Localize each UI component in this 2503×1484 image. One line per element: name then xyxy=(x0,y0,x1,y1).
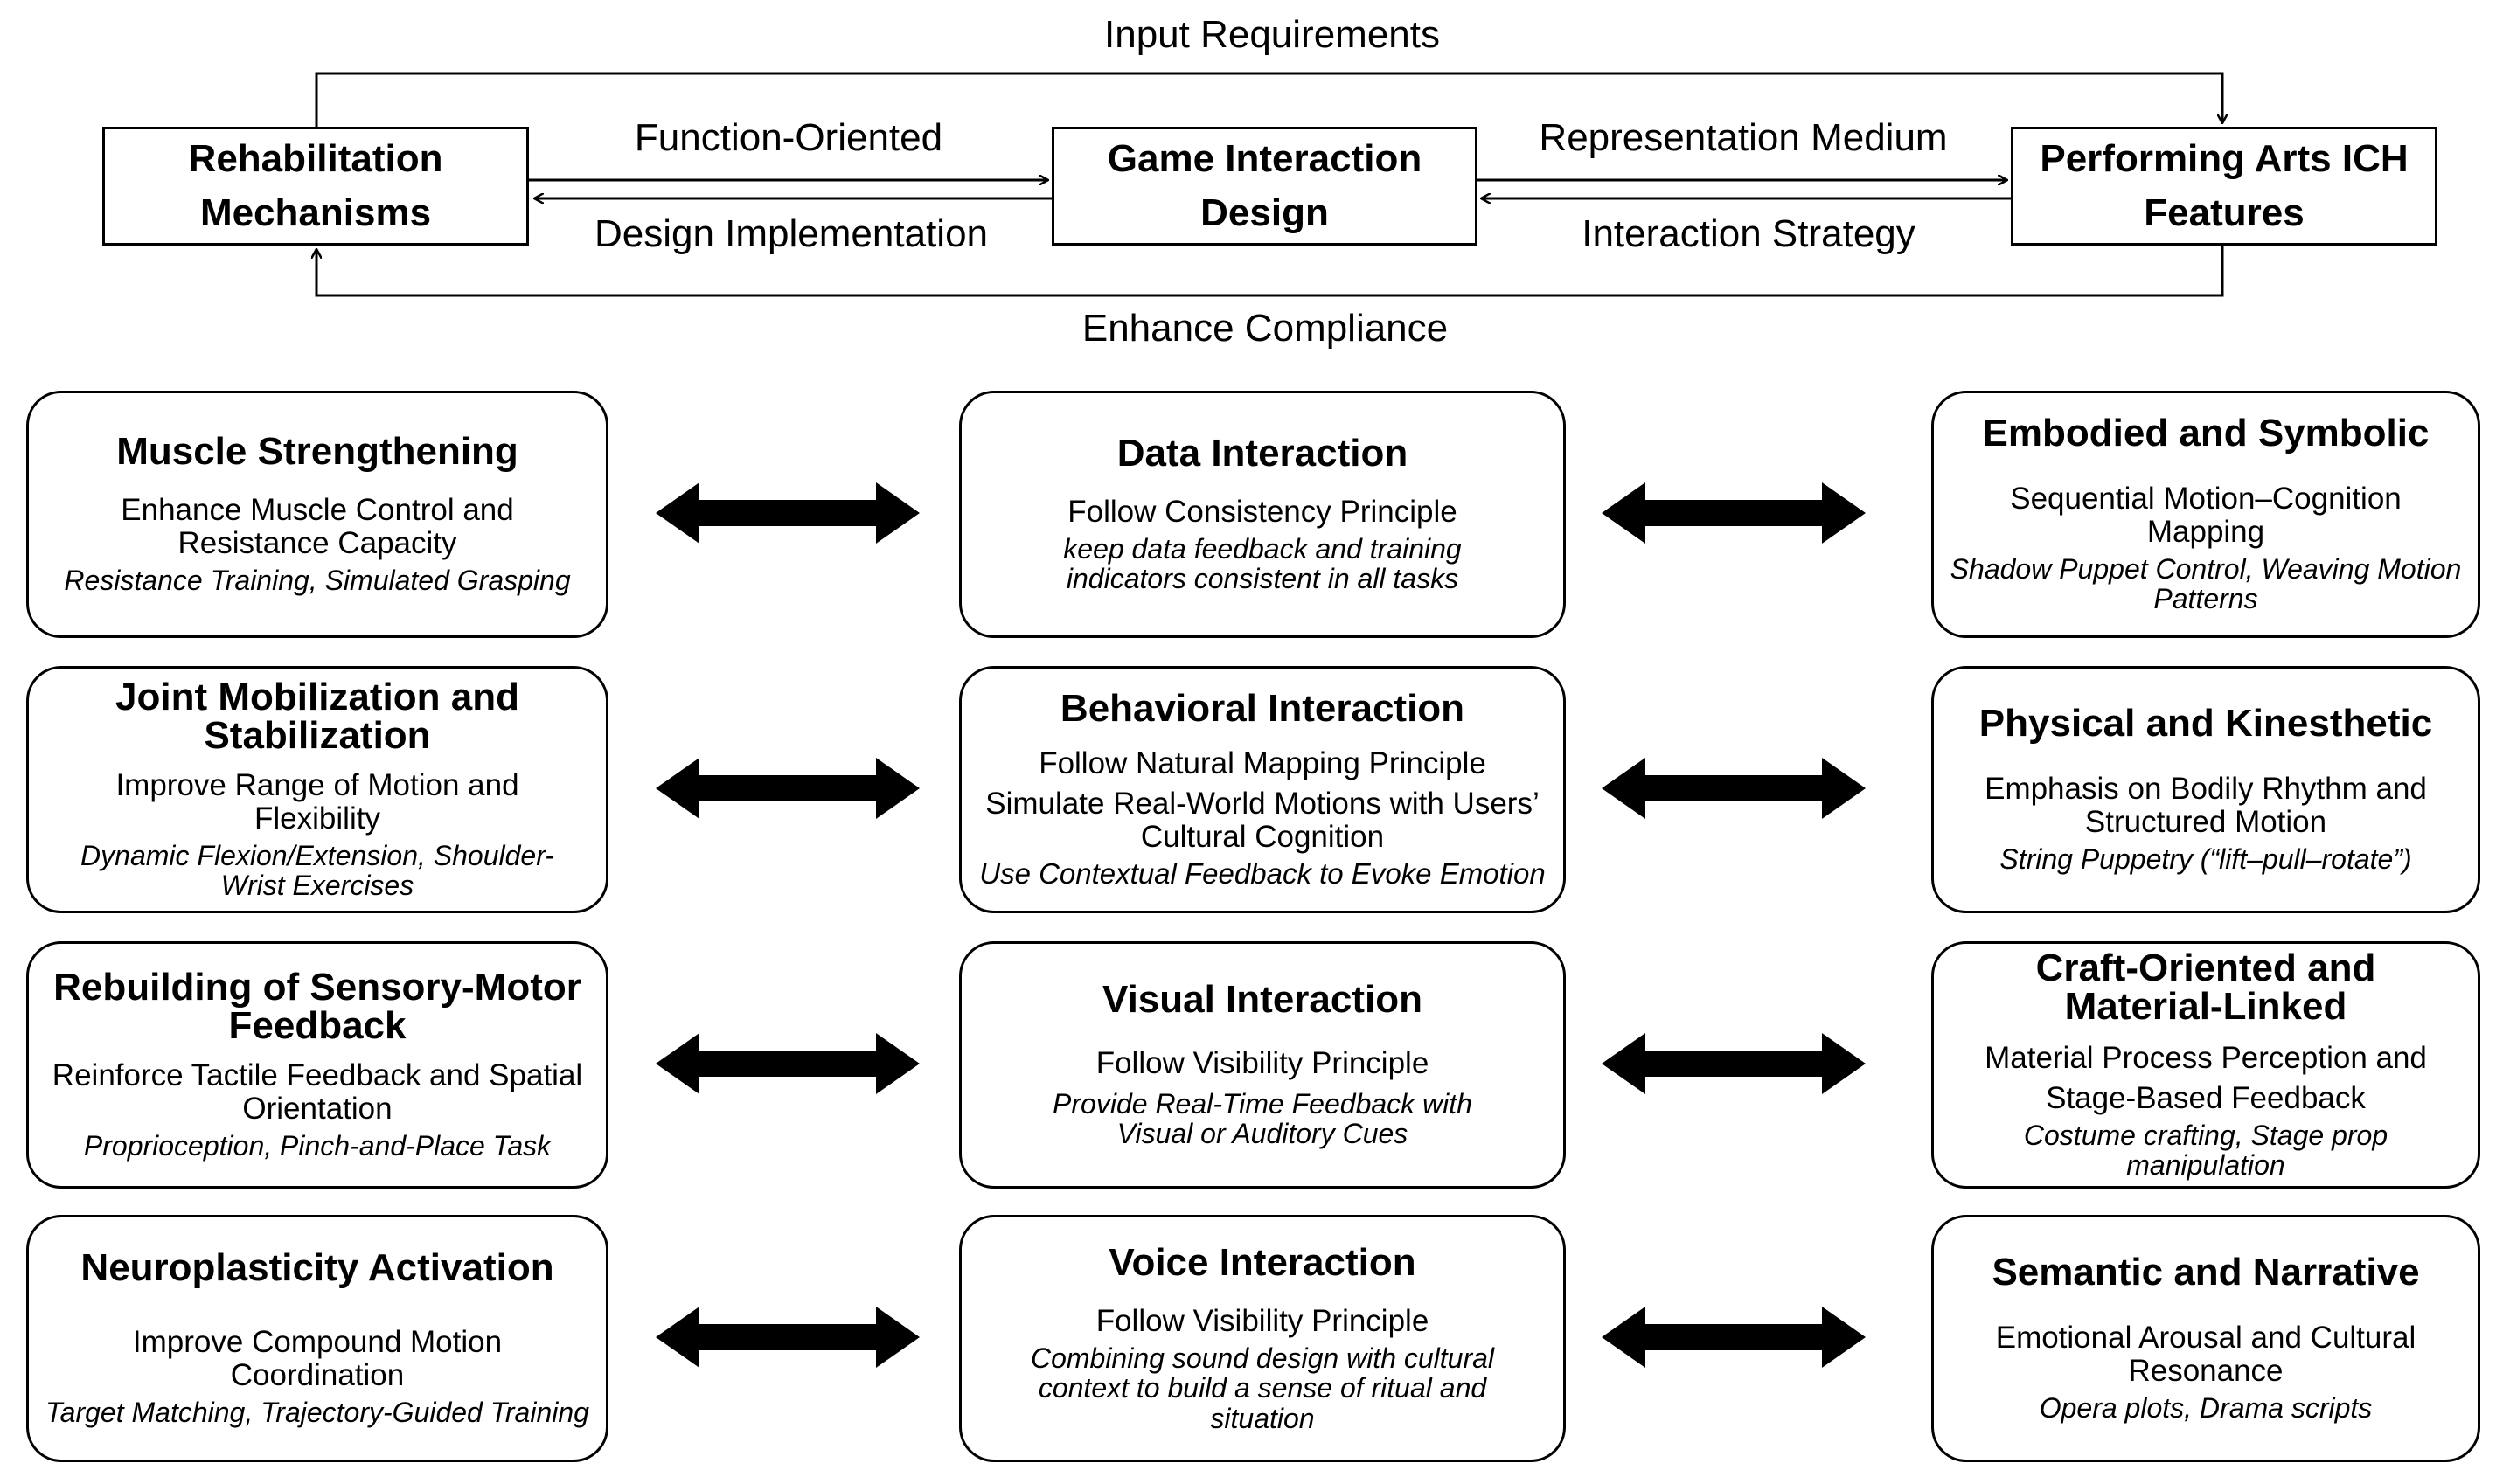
ich-box-line1: Performing Arts ICH xyxy=(2040,137,2409,181)
rehab-box-line2: Mechanisms xyxy=(199,191,432,234)
game-box-line2: Design xyxy=(1200,191,1329,234)
card-sensory-motor-feedback: Rebuilding of Sensory-Motor Feedback Rei… xyxy=(26,941,608,1189)
double-arrow-icon xyxy=(656,1033,920,1094)
card-data-interaction: Data Interaction Follow Consistency Prin… xyxy=(959,391,1566,638)
representation-medium-label: Representation Medium xyxy=(1539,116,1948,159)
card-line: Stage-Based Feedback xyxy=(2046,1080,2366,1115)
card-behavioral-interaction: Behavioral Interaction Follow Natural Ma… xyxy=(959,666,1566,913)
card-line: Cultural Cognition xyxy=(1140,819,1385,854)
design-implementation-label: Design Implementation xyxy=(594,212,989,255)
card-title: Physical and Kinesthetic xyxy=(1978,702,2433,745)
card-line: Follow Visibility Principle xyxy=(1095,1046,1429,1081)
card-line: Sequential Motion–Cognition xyxy=(2010,482,2402,517)
card-line: Simulate Real-World Motions with Users’ xyxy=(985,786,1540,821)
card-example: Target Matching, Trajectory-Guided Train… xyxy=(45,1397,589,1429)
card-line: Structured Motion xyxy=(2084,805,2327,840)
card-example: Provide Real-Time Feedback with xyxy=(1053,1087,1472,1120)
card-line: Material Process Perception and xyxy=(1985,1041,2427,1076)
card-line: Improve Range of Motion and xyxy=(115,768,519,803)
rehab-box-line1: Rehabilitation xyxy=(188,137,443,181)
card-title: Behavioral Interaction xyxy=(1060,686,1465,730)
card-line: Mapping xyxy=(2146,514,2265,549)
enhance-compliance-arrow xyxy=(316,245,2224,297)
double-arrow-icon xyxy=(1602,482,1866,544)
card-line: Resistance Capacity xyxy=(177,526,457,561)
card-example: Opera plots, Drama scripts xyxy=(2039,1392,2373,1425)
card-neuroplasticity-activation: Neuroplasticity Activation Improve Compo… xyxy=(26,1215,608,1462)
card-title: Craft-Oriented and Material-Linked xyxy=(2035,947,2376,1029)
card-example: Wrist Exercises xyxy=(220,870,414,902)
double-arrow-icon xyxy=(1602,758,1866,819)
card-example: Dynamic Flexion/Extension, Shoulder- xyxy=(80,839,554,871)
card-example: String Puppetry (“lift–pull–rotate”) xyxy=(1999,843,2412,876)
card-title: Joint Mobilization and Stabilization xyxy=(115,676,519,758)
card-line: Orientation xyxy=(242,1092,393,1127)
card-title: Neuroplasticity Activation xyxy=(80,1246,554,1290)
input-requirements-arrow xyxy=(315,72,2222,127)
card-example: Patterns xyxy=(2153,583,2258,615)
card-example: situation xyxy=(1210,1402,1315,1434)
card-title: Semantic and Narrative xyxy=(1992,1251,2420,1294)
card-example: context to build a sense of ritual and xyxy=(1038,1372,1487,1404)
double-arrow-icon xyxy=(656,758,920,819)
card-title: Embodied and Symbolic xyxy=(1982,412,2430,455)
performing-arts-ich-box: Performing Arts ICH Features xyxy=(2011,127,2437,246)
card-title: Visual Interaction xyxy=(1102,978,1422,1022)
card-joint-mobilization: Joint Mobilization and Stabilization Imp… xyxy=(26,666,608,913)
card-embodied-symbolic: Embodied and Symbolic Sequential Motion–… xyxy=(1931,391,2480,638)
interaction-strategy-label: Interaction Strategy xyxy=(1582,212,1915,255)
card-line: Resonance xyxy=(2128,1354,2284,1389)
rehabilitation-mechanisms-box: Rehabilitation Mechanisms xyxy=(102,127,529,246)
card-semantic-narrative: Semantic and Narrative Emotional Arousal… xyxy=(1931,1215,2480,1462)
card-line: Coordination xyxy=(230,1358,405,1393)
ich-box-line2: Features xyxy=(2144,191,2305,234)
card-title: Voice Interaction xyxy=(1109,1240,1416,1284)
card-example: keep data feedback and training xyxy=(1063,532,1462,565)
card-line: Emotional Arousal and Cultural xyxy=(1995,1321,2416,1356)
card-voice-interaction: Voice Interaction Follow Visibility Prin… xyxy=(959,1215,1566,1462)
card-line: Enhance Muscle Control and xyxy=(121,493,514,528)
card-example: Combining sound design with cultural xyxy=(1030,1342,1495,1374)
card-example: Proprioception, Pinch-and-Place Task xyxy=(83,1130,552,1162)
card-example: Use Contextual Feedback to Evoke Emotion xyxy=(979,857,1546,891)
function-oriented-label: Function-Oriented xyxy=(634,116,943,159)
card-example: Visual or Auditory Cues xyxy=(1116,1118,1408,1150)
card-title: Rebuilding of Sensory-Motor Feedback xyxy=(53,966,581,1048)
card-craft-material: Craft-Oriented and Material-Linked Mater… xyxy=(1931,941,2480,1189)
card-line: Flexibility xyxy=(254,801,380,836)
double-arrow-icon xyxy=(1602,1307,1866,1368)
card-line: Reinforce Tactile Feedback and Spatial xyxy=(52,1058,583,1093)
card-example: Resistance Training, Simulated Grasping xyxy=(64,565,571,597)
card-title: Muscle Strengthening xyxy=(116,430,518,474)
game-interaction-design-box: Game Interaction Design xyxy=(1052,127,1477,246)
double-arrow-icon xyxy=(1602,1033,1866,1094)
enhance-compliance-label: Enhance Compliance xyxy=(1081,307,1449,350)
card-physical-kinesthetic: Physical and Kinesthetic Emphasis on Bod… xyxy=(1931,666,2480,913)
card-line: Follow Natural Mapping Principle xyxy=(1039,745,1486,780)
card-muscle-strengthening: Muscle Strengthening Enhance Muscle Cont… xyxy=(26,391,608,638)
card-visual-interaction: Visual Interaction Follow Visibility Pri… xyxy=(959,941,1566,1189)
card-line: Emphasis on Bodily Rhythm and xyxy=(1985,772,2427,807)
card-line: Follow Visibility Principle xyxy=(1095,1303,1429,1338)
input-requirements-label: Input Requirements xyxy=(1104,13,1440,56)
card-example: indicators consistent in all tasks xyxy=(1066,563,1459,595)
card-example: Costume crafting, Stage prop manipulatio… xyxy=(2023,1119,2388,1182)
game-box-line1: Game Interaction xyxy=(1107,137,1422,181)
card-line: Improve Compound Motion xyxy=(132,1325,503,1360)
double-arrow-icon xyxy=(656,482,920,544)
card-line: Follow Consistency Principle xyxy=(1067,495,1457,530)
card-example: Shadow Puppet Control, Weaving Motion xyxy=(1950,552,2462,585)
double-arrow-icon xyxy=(656,1307,920,1368)
card-title: Data Interaction xyxy=(1116,432,1408,475)
